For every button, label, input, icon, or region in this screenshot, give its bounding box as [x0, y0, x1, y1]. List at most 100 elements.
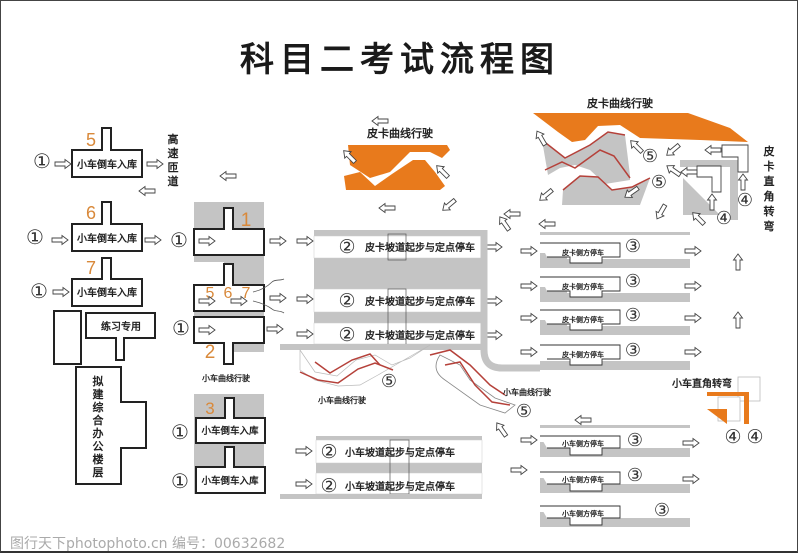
arrow-diag-icon [492, 419, 511, 440]
step-3-marker: ③ [625, 236, 641, 257]
practice-label: 练习专用 [101, 320, 141, 333]
svg-text:皮: 皮 [763, 144, 775, 158]
arrow-right-icon [296, 236, 314, 246]
arrow-left-icon [680, 167, 698, 177]
pickup-right-angle-label: 皮 卡 直 角 转 弯 [763, 144, 775, 233]
svg-text:道: 道 [168, 174, 179, 188]
step-5-marker: ⑤ [642, 146, 658, 167]
arrow-left-icon [378, 203, 396, 213]
car-curve-label: 小车曲线行驶 [201, 373, 251, 383]
pickup-curve-label-large: 皮卡曲线行驶 [586, 96, 654, 110]
pickup-curve-course-small: 皮卡曲线行驶 [344, 126, 450, 190]
pickup-side-parking-label: 皮卡侧方停车 [561, 248, 604, 257]
svg-text:速: 速 [168, 146, 179, 160]
arrow-right-icon [269, 293, 287, 303]
pickup-curve-course-large: 皮卡曲线行驶 [533, 96, 748, 205]
car-side-parking-course [540, 425, 690, 527]
pickup-hill-label: 皮卡坡道起步与定点停车 [364, 295, 475, 308]
arrow-right-icon [485, 296, 503, 306]
step-3-marker: ③ [627, 430, 643, 451]
garage-3-upper [195, 397, 266, 444]
pickup-side-parking-course [540, 232, 690, 370]
svg-text:办: 办 [93, 426, 104, 440]
step-5-marker: ⑤ [516, 401, 532, 422]
arrow-right-icon [520, 246, 538, 256]
pickup-right-angle-course [680, 144, 749, 220]
arrow-right-icon [295, 446, 313, 456]
step-4-marker: ④ [724, 426, 741, 448]
garage-number-5-small: 5 [206, 285, 215, 302]
pickup-side-parking-label: 皮卡侧方停车 [561, 350, 604, 359]
step-2-marker: ② [338, 236, 355, 258]
garage-number-5: 5 [86, 130, 96, 150]
arrow-left-icon [538, 219, 556, 229]
svg-text:直: 直 [764, 174, 775, 188]
arrow-right-icon [296, 294, 314, 304]
garage-3-lower [195, 446, 266, 494]
car-right-angle-label: 小车直角转弯 [671, 377, 732, 390]
arrow-diag-icon [663, 141, 683, 160]
arrow-left-icon [219, 171, 237, 181]
step-1-marker: ① [26, 225, 44, 249]
garage-6-label: 小车倒车入库 [76, 232, 137, 245]
svg-text:弯: 弯 [764, 219, 775, 233]
arrow-left-icon [704, 145, 722, 155]
step-4-marker: ④ [737, 190, 753, 211]
step-1-marker: ① [30, 279, 48, 303]
garage-number-6-small: 6 [224, 285, 233, 302]
garage-7: 小车倒车入库 7 [71, 257, 143, 307]
step-1-marker: ① [171, 420, 189, 444]
garage-6: 小车倒车入库 6 [71, 201, 143, 252]
pickup-hill-label: 皮卡坡道起步与定点停车 [364, 329, 475, 342]
arrow-up-icon [738, 173, 748, 191]
garage-3-lower-label: 小车倒车入库 [200, 475, 259, 487]
garage-number-3: 3 [205, 399, 214, 418]
arrow-diag-icon [532, 128, 550, 148]
step-2-marker: ② [320, 475, 337, 497]
svg-text:高: 高 [168, 132, 179, 146]
svg-text:合: 合 [93, 413, 105, 427]
arrow-left-icon [574, 415, 592, 425]
svg-text:建: 建 [93, 387, 105, 401]
garage-7-label: 小车倒车入库 [76, 286, 137, 299]
arrow-right-icon [54, 159, 72, 169]
car-side-parking-label: 小车侧方停车 [561, 439, 604, 448]
car-curve-course-left: 小车曲线行驶 [299, 344, 431, 405]
step-1-marker: ① [170, 228, 188, 252]
svg-text:层: 层 [92, 466, 104, 479]
svg-text:匝: 匝 [168, 161, 179, 174]
arrow-right-icon [146, 159, 164, 169]
page-title: 科目二考试流程图 [240, 40, 560, 80]
car-curve-label-right: 小车曲线行驶 [502, 387, 552, 397]
garage-5: 小车倒车入库 5 [71, 127, 143, 178]
garage-number-7: 7 [86, 258, 96, 278]
arrow-left-icon [138, 186, 156, 196]
garage-number-2: 2 [205, 342, 216, 363]
step-3-marker: ③ [625, 340, 641, 361]
pickup-curve-label-small: 皮卡曲线行驶 [366, 126, 434, 140]
arrow-right-icon [51, 235, 69, 245]
step-3-marker: ③ [654, 500, 670, 521]
pickup-hill-label: 皮卡坡道起步与定点停车 [364, 241, 475, 254]
step-5-marker: ⑤ [381, 371, 397, 392]
planned-building [75, 366, 147, 485]
step-2-marker: ② [320, 441, 337, 463]
garage-5-label: 小车倒车入库 [76, 158, 137, 171]
arrow-right-icon [684, 246, 702, 256]
garage-3-upper-label: 小车倒车入库 [200, 425, 259, 437]
pickup-side-parking-label: 皮卡侧方停车 [561, 282, 604, 291]
step-2-marker: ② [338, 324, 355, 346]
arrow-right-icon [520, 435, 538, 445]
step-4-marker: ④ [716, 208, 732, 229]
step-4-marker: ④ [746, 426, 763, 448]
arrow-right-icon [296, 329, 314, 339]
car-side-parking-label: 小车侧方停车 [561, 475, 604, 484]
planned-building-label: 拟 建 综 合 办 公 楼 层 [92, 374, 105, 479]
step-1-marker: ① [172, 316, 190, 340]
arrow-diag-icon [536, 186, 556, 205]
arrow-right-icon [269, 236, 287, 246]
svg-text:综: 综 [93, 400, 104, 414]
practice-area [85, 312, 156, 361]
step-3-marker: ③ [625, 271, 641, 292]
